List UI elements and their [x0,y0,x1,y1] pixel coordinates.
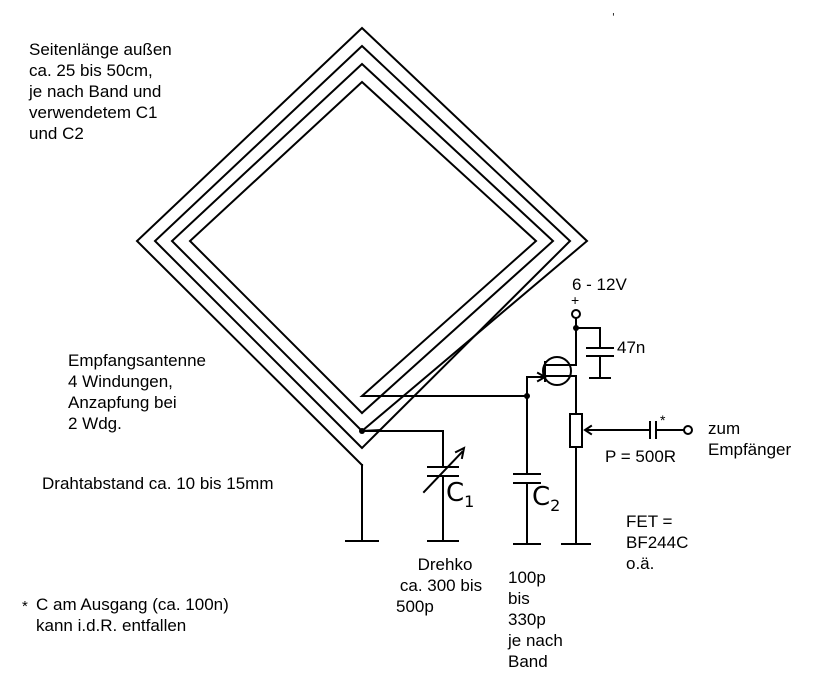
footnote-star: * [22,598,28,615]
antenna-description: Empfangsantenne 4 Windungen, Anzapfung b… [68,351,206,433]
antenna-winding-2 [153,44,572,450]
c2-description: 100p bis 330p je nach Band [508,568,563,671]
potentiometer-label: P = 500R [605,447,677,466]
supply-plus-sign: + [571,292,580,308]
fet-description: FET = BF244C o.ä. [626,512,689,573]
junction-tap [359,428,365,434]
stray-dot: ' [612,12,615,23]
junction-gate [524,393,530,399]
antenna-winding-4 [188,80,538,415]
output-label: zum Empfänger [708,419,792,459]
wire-spacing-note: Drahtabstand ca. 10 bis 15mm [42,474,274,493]
c2-label: C2 [532,482,561,515]
c1-variable-arrow [422,450,464,494]
output-terminal [683,425,693,435]
decoupling-cap-label: 47n [617,338,646,357]
c1-arrow-head [454,446,466,460]
output-cap-star: * [660,412,666,428]
pot-wiper-arrow [583,424,593,436]
antenna-winding-3 [170,62,555,433]
junction-supply [573,325,579,331]
c1-description: Drehko ca. 300 bis 500p [396,555,483,616]
potentiometer-body [569,413,583,448]
antenna-size-note: Seitenlänge außen ca. 25 bis 50cm, je na… [29,40,172,143]
c1-label: C1 [446,478,475,511]
footnote: C am Ausgang (ca. 100n) kann i.d.R. entf… [36,595,229,635]
fet-gate-arrow [536,371,548,383]
supply-voltage-label: 6 - 12V [572,275,627,294]
fet-symbol [542,356,572,386]
supply-terminal [571,309,581,319]
